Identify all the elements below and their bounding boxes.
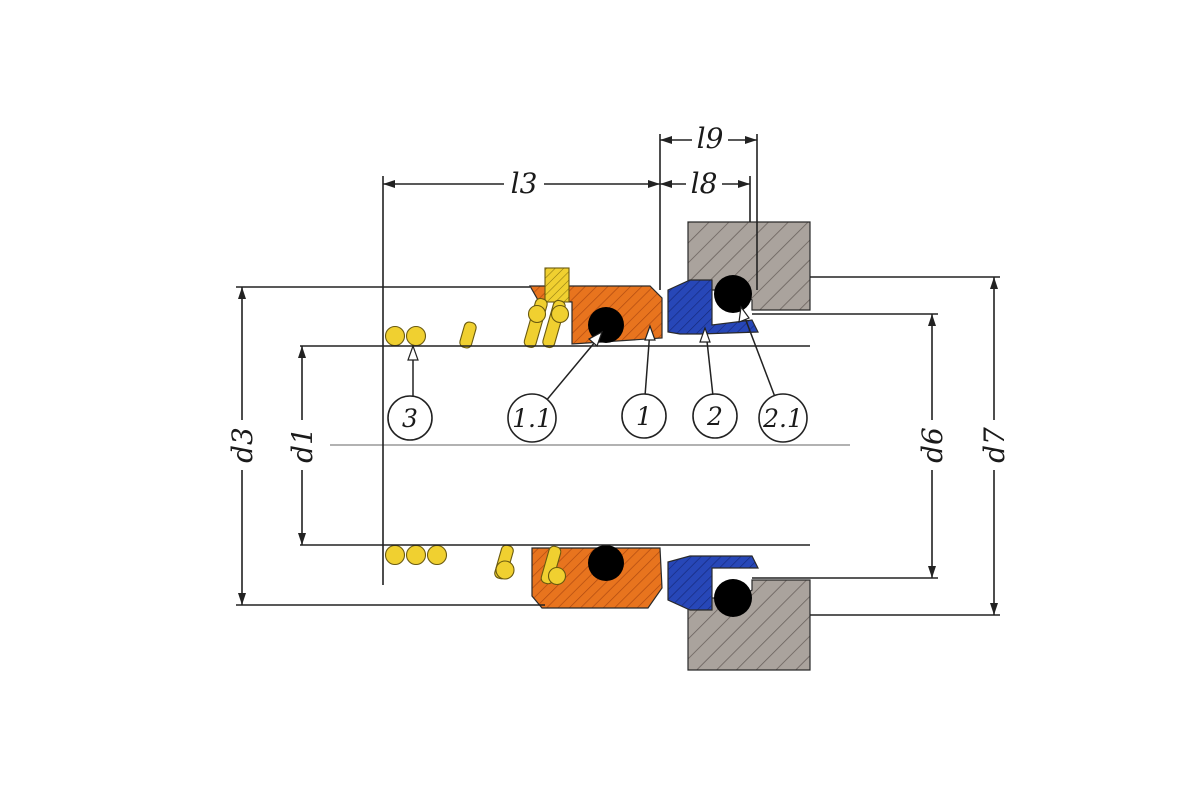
spring-coil bbox=[426, 544, 448, 566]
d6-arrow-bottom bbox=[928, 566, 936, 578]
o-ring-2-1-top bbox=[714, 275, 752, 313]
spring-coil bbox=[384, 544, 406, 566]
d6-label: d6 bbox=[916, 427, 949, 463]
callout-3-label: 3 bbox=[402, 404, 418, 433]
leader-1-arrow bbox=[644, 324, 656, 341]
dimension-labels: l9 l3 l8 d3 d1 d6 d7 bbox=[226, 122, 1011, 463]
d3-label: d3 bbox=[226, 427, 259, 463]
d1-arrow-bottom bbox=[298, 533, 306, 545]
spring-coil bbox=[527, 304, 547, 324]
o-rings bbox=[588, 275, 752, 617]
callout-2-label: 2 bbox=[706, 402, 723, 431]
spring-coil bbox=[405, 325, 427, 347]
spring-coil bbox=[459, 321, 477, 349]
callout-2: 2 bbox=[692, 393, 738, 439]
spring-coil bbox=[550, 304, 570, 324]
shaft bbox=[300, 345, 850, 546]
stationary-seat-bottom bbox=[667, 555, 759, 611]
callout-3: 3 bbox=[387, 395, 433, 441]
callout-2-1: 2.1 bbox=[758, 393, 808, 443]
spring-coil bbox=[547, 566, 567, 586]
leader-2-1-arrow bbox=[738, 305, 750, 323]
leader-1-1 bbox=[544, 335, 601, 403]
leader-2-arrow bbox=[699, 326, 711, 343]
o-ring-1-1-bottom bbox=[588, 545, 624, 581]
l8-arrow-right bbox=[738, 180, 750, 188]
l9-arrow-left bbox=[660, 136, 672, 144]
d1-arrow-top bbox=[298, 346, 306, 358]
leader-2 bbox=[705, 331, 714, 397]
spring-coil bbox=[540, 545, 562, 585]
spring-coil bbox=[405, 544, 427, 566]
callout-2-1-label: 2.1 bbox=[762, 404, 803, 433]
d7-arrow-bottom bbox=[990, 603, 998, 615]
dimension-lines bbox=[226, 124, 1010, 616]
l9-label: l9 bbox=[697, 122, 724, 155]
leader-1-1-arrow bbox=[587, 330, 604, 348]
d3-arrow-top bbox=[238, 287, 246, 299]
l9-arrow-right bbox=[745, 136, 757, 144]
callout-1-1-label: 1.1 bbox=[512, 404, 552, 433]
callout-1-label: 1 bbox=[636, 402, 652, 431]
callout-leaders bbox=[407, 305, 776, 403]
stationary-seat bbox=[667, 279, 759, 611]
callout-1: 1 bbox=[621, 393, 667, 439]
l3-label: l3 bbox=[511, 167, 538, 200]
d1-label: d1 bbox=[286, 427, 319, 463]
l8-label: l8 bbox=[691, 167, 718, 200]
l3-arrow-right bbox=[648, 180, 660, 188]
leader-2-1 bbox=[741, 309, 776, 398]
d7-label: d7 bbox=[978, 427, 1011, 463]
callout-1-1: 1.1 bbox=[507, 393, 557, 443]
callouts: 3 1.1 1 2 2.1 bbox=[387, 393, 808, 443]
o-ring-1-1-top bbox=[588, 307, 624, 343]
d7-arrow-top bbox=[990, 277, 998, 289]
d6-arrow-top bbox=[928, 314, 936, 326]
spring-coil bbox=[384, 325, 406, 347]
o-ring-2-1-bottom bbox=[714, 579, 752, 617]
spring-coil bbox=[495, 560, 515, 580]
spring-tab bbox=[544, 267, 570, 303]
leader-3-arrow bbox=[407, 344, 419, 361]
l3-arrow-left bbox=[383, 180, 395, 188]
leader-1 bbox=[644, 329, 651, 397]
l8-arrow-left bbox=[660, 180, 672, 188]
d3-arrow-bottom bbox=[238, 593, 246, 605]
stationary-seat-top bbox=[667, 279, 759, 335]
spring bbox=[384, 267, 570, 586]
